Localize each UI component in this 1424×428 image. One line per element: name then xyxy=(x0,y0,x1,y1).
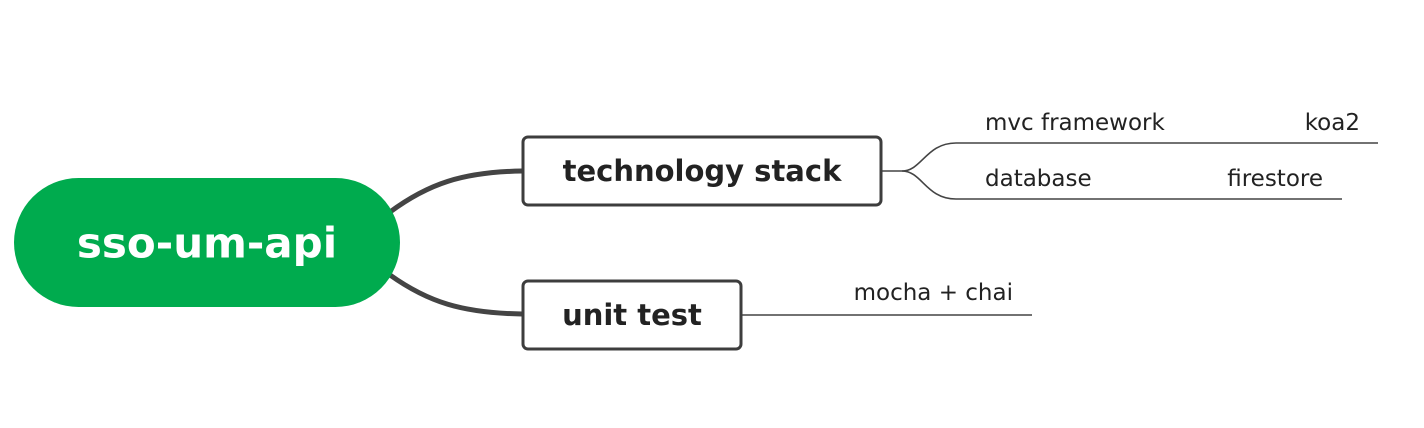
leaf-node-database-label: database xyxy=(985,166,1092,192)
root-node-label: sso-um-api xyxy=(77,219,337,268)
leaf-node-database[interactable]: database firestore xyxy=(985,166,1323,192)
leaf-node-mvc-framework-label: mvc framework xyxy=(985,110,1166,136)
branch-node-unit-test[interactable]: unit test xyxy=(521,279,743,351)
branch-node-unit-test-label: unit test xyxy=(562,298,702,332)
leaf-node-database-value: firestore xyxy=(1227,166,1323,192)
leaf-node-mvc-framework[interactable]: mvc framework koa2 xyxy=(985,110,1360,136)
branch-node-technology-stack-box xyxy=(521,135,883,207)
root-node[interactable]: sso-um-api xyxy=(14,178,400,307)
branch-node-technology-stack-label: technology stack xyxy=(563,154,842,188)
leaf-node-mocha-chai[interactable]: mocha + chai xyxy=(854,280,1013,306)
connector-root-unit-test xyxy=(387,272,525,317)
leaf-node-mvc-framework-value: koa2 xyxy=(1305,110,1360,136)
leaf-node-mocha-chai-label: mocha + chai xyxy=(854,280,1013,306)
root-node-shape xyxy=(14,178,400,307)
connector-root-technology-stack xyxy=(387,168,525,215)
connector-tech-to-database xyxy=(901,170,1342,200)
branch-node-technology-stack[interactable]: technology stack xyxy=(521,135,883,207)
branch-node-unit-test-box xyxy=(521,279,743,351)
